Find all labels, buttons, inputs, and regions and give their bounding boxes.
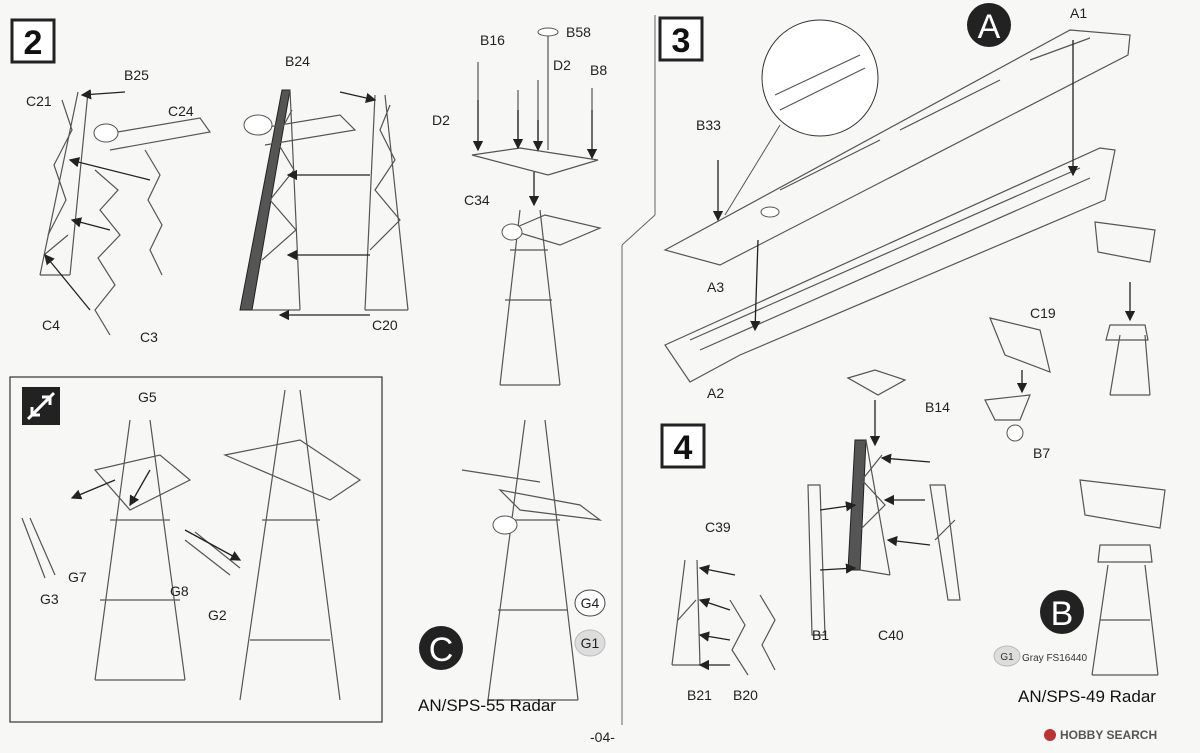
svg-text:G1: G1: [581, 635, 600, 651]
part-label: C24: [168, 103, 194, 119]
b-letter: B: [1051, 595, 1074, 633]
b-circle: B: [1040, 590, 1084, 634]
step-3-number: 3: [672, 22, 691, 60]
mast-right-side: [364, 94, 409, 311]
step-4-box: 4: [660, 423, 706, 469]
part-label: B1: [812, 627, 829, 643]
detail-magnifier: [724, 19, 879, 216]
part-label: G8: [170, 583, 189, 599]
part-label: B8: [590, 62, 607, 78]
page-number: -04-: [590, 729, 615, 745]
alternative-arrow-icon: [22, 387, 60, 425]
part-label: B14: [925, 399, 950, 415]
part-label: C21: [26, 93, 52, 109]
part-label: B21: [687, 687, 712, 703]
step-4-small-mast: [671, 559, 776, 676]
part-label: G5: [138, 389, 157, 405]
part-label: A2: [707, 385, 724, 401]
part-label: A3: [707, 279, 724, 295]
part-label: C4: [42, 317, 60, 333]
color-callout-g1-c: G1: [574, 629, 606, 657]
part-label: C40: [878, 627, 904, 643]
radar-platform-arrows: [472, 100, 598, 207]
hull-deck: [663, 29, 1131, 266]
part-label: B33: [696, 117, 721, 133]
part-labels: B25 C21 C24 C4 C3 B24 C20 B16 B58 D2 B8 …: [26, 5, 1087, 703]
step-4-mast: [807, 369, 961, 636]
step-2-box: 2: [10, 18, 56, 64]
color-name: Gray FS16440: [1022, 653, 1087, 664]
hull-body: [664, 147, 1116, 383]
page-dividers: [621, 15, 656, 725]
alternative-assembly-art: [21, 389, 362, 701]
step-2-arrows: [44, 89, 377, 321]
part-label: G7: [68, 569, 87, 585]
color-callout-g1-b: G1 Gray FS16440: [993, 645, 1087, 667]
part-label: D2: [553, 57, 571, 73]
svg-text:G1: G1: [1000, 652, 1014, 663]
part-label: C20: [372, 317, 398, 333]
a-letter: A: [978, 8, 1001, 46]
svg-text:HOBBY SEARCH: HOBBY SEARCH: [1060, 728, 1157, 742]
part-label: G3: [40, 591, 59, 607]
part-label: B25: [124, 67, 149, 83]
mast-center-assembled: [239, 89, 357, 311]
part-label: C39: [705, 519, 731, 535]
radar-c-caption: AN/SPS-55 Radar: [418, 696, 556, 715]
step-2-number: 2: [24, 24, 43, 62]
part-label: B58: [566, 24, 591, 40]
step-3-box: 3: [658, 16, 704, 62]
svg-text:G4: G4: [581, 595, 600, 611]
part-label: C3: [140, 329, 158, 345]
part-label: B16: [480, 32, 505, 48]
radar-antenna-parts: [984, 317, 1051, 442]
radar-platform-exploded: [471, 27, 602, 386]
radar-b-caption: AN/SPS-49 Radar: [1018, 687, 1156, 706]
c-circle: C: [419, 626, 463, 670]
part-label: B24: [285, 53, 310, 69]
part-label: A1: [1070, 5, 1087, 21]
part-label: C19: [1030, 305, 1056, 321]
sps49-tower: [1079, 479, 1166, 676]
part-label: D2: [432, 112, 450, 128]
radar-c-tower: [461, 419, 603, 701]
mast-left-exploded: [39, 91, 212, 336]
a-circle: A: [967, 3, 1011, 47]
c-letter: C: [429, 631, 454, 669]
step-3-arrows: [712, 40, 1079, 332]
step-4-number: 4: [674, 429, 693, 467]
watermark: HOBBY SEARCH: [1044, 728, 1157, 742]
part-label: B7: [1033, 445, 1050, 461]
sps49-tower-small: [1094, 221, 1156, 396]
alternative-assembly-box: [9, 376, 383, 723]
part-label: B20: [733, 687, 758, 703]
part-label: G2: [208, 607, 227, 623]
color-callout-g4: G4: [574, 589, 606, 617]
part-label: C34: [464, 192, 490, 208]
